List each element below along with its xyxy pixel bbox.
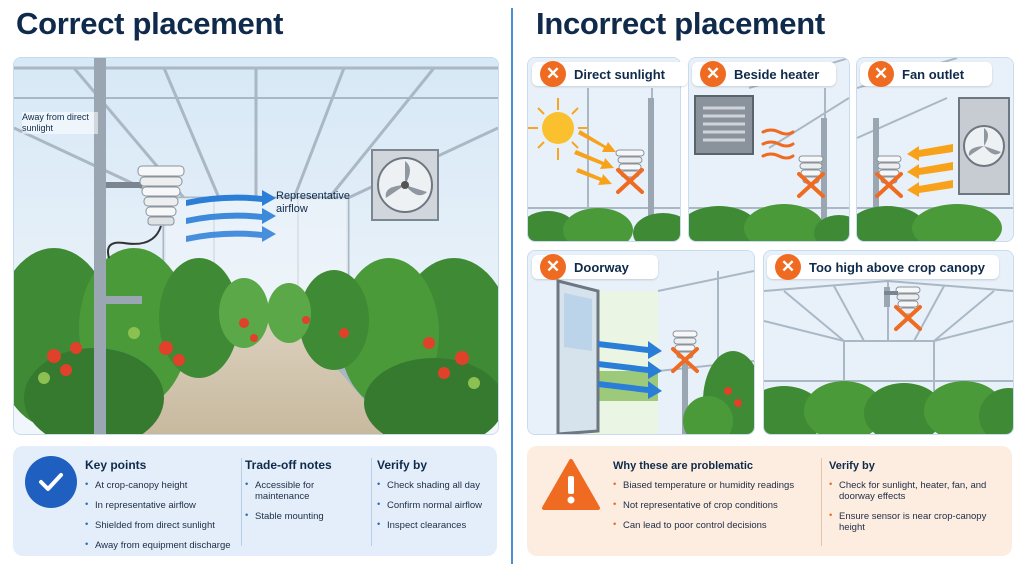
column-divider (821, 458, 822, 546)
list-item: Shielded from direct sunlight (85, 519, 235, 531)
correct-greenhouse-scene: Away from direct sunlight Representative… (13, 57, 499, 435)
incorrect-title: Incorrect placement (536, 6, 825, 41)
column-divider (371, 458, 372, 546)
center-divider (511, 8, 513, 564)
key-points-column: Key points At crop-canopy height In repr… (85, 458, 235, 560)
warning-x-icon: ✕ (868, 61, 894, 87)
checkmark-icon (25, 456, 77, 508)
incorrect-verify-heading: Verify by (829, 460, 875, 472)
case-label-direct-sunlight: ✕ Direct sunlight (532, 61, 688, 87)
incorrect-verify-column: Verify by Check for sunlight, heater, fa… (829, 460, 1005, 542)
tradeoff-heading: Trade-off notes (245, 458, 332, 472)
case-too-high (763, 250, 1014, 435)
correct-title: Correct placement (16, 6, 284, 41)
case-direct-sunlight (527, 57, 681, 242)
verify-heading: Verify by (377, 458, 428, 472)
list-item: Ensure sensor is near crop-canopy height (829, 510, 1005, 533)
airflow-label: Representative airflow (276, 190, 350, 215)
warning-x-icon: ✕ (775, 254, 801, 280)
warning-x-icon: ✕ (540, 61, 566, 87)
case-label-beside-heater: ✕ Beside heater (692, 61, 836, 87)
list-item: Check for sunlight, heater, fan, and doo… (829, 479, 1005, 502)
verify-column: Verify by Check shading all day Confirm … (377, 458, 493, 540)
correct-summary-box: Key points At crop-canopy height In repr… (13, 446, 497, 556)
list-item: Check shading all day (377, 479, 493, 491)
warning-x-icon: ✕ (540, 254, 566, 280)
list-item: At crop-canopy height (85, 479, 235, 491)
case-label-too-high: ✕ Too high above crop canopy (767, 254, 999, 280)
list-item: Inspect clearances (377, 519, 493, 531)
incorrect-summary-box: Why these are problematic Biased tempera… (527, 446, 1012, 556)
case-label-doorway: ✕ Doorway (532, 254, 658, 280)
why-heading: Why these are problematic (613, 460, 753, 472)
case-doorway (527, 250, 755, 435)
list-item: Confirm normal airflow (377, 499, 493, 511)
list-item: Accessible for maintenance (245, 479, 369, 502)
list-item: Biased temperature or humidity readings (613, 479, 813, 491)
case-label-fan-outlet: ✕ Fan outlet (860, 61, 992, 87)
list-item: Stable mounting (245, 510, 369, 522)
list-item: Can lead to poor control decisions (613, 519, 813, 531)
column-divider (241, 458, 242, 546)
why-problematic-column: Why these are problematic Biased tempera… (613, 460, 813, 540)
list-item: Not representative of crop conditions (613, 499, 813, 511)
list-item: In representative airflow (85, 499, 235, 511)
tradeoff-column: Trade-off notes Accessible for maintenan… (245, 458, 369, 531)
warning-triangle-icon (541, 458, 601, 517)
warning-x-icon: ✕ (700, 61, 726, 87)
sunlight-note: Away from direct sunlight (22, 112, 98, 134)
key-points-heading: Key points (85, 458, 147, 472)
list-item: Away from equipment discharge (85, 539, 235, 551)
case-fan-outlet (856, 57, 1014, 242)
